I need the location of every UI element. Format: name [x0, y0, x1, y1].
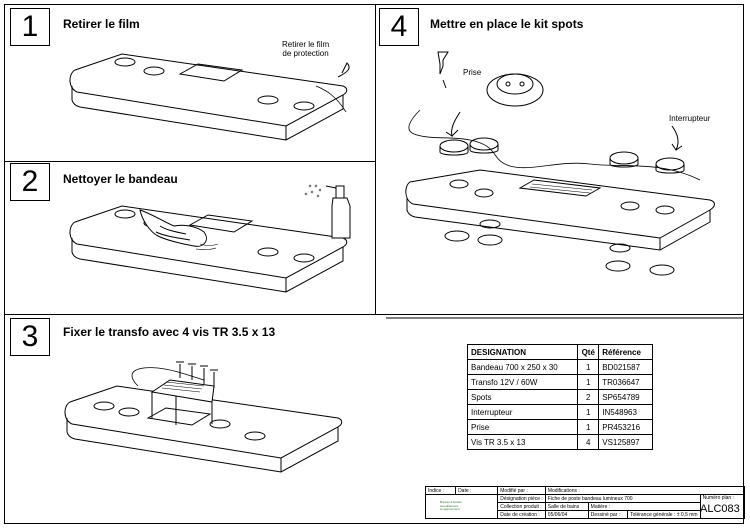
- cell-qty: 1: [577, 374, 600, 390]
- cell-designation: Transfo 12V / 60W: [466, 374, 579, 390]
- divider-step-2-3: [4, 314, 744, 315]
- tolerance-value: ± 0,5 mm: [676, 511, 698, 518]
- step-3-panel-drawing: [64, 361, 343, 473]
- header-qty: Qté: [577, 344, 600, 360]
- step-1-callout: Retirer le film de protection: [282, 40, 329, 58]
- collection-value: Salle de bains: [544, 502, 589, 511]
- header-reference: Référence: [598, 344, 653, 360]
- tolerance-cell: Tolérance générale : ± 0,5 mm: [627, 510, 701, 519]
- cell-designation: Spots: [466, 389, 579, 405]
- dessine-label: Dessiné par :: [587, 510, 629, 519]
- cell-qty: 1: [577, 404, 600, 420]
- tolerance-label: Tolérance générale :: [630, 511, 676, 518]
- parts-table-header: DESIGNATION Qté Référence: [466, 344, 653, 360]
- callout-line-1: Retirer le film: [282, 40, 330, 49]
- designation-value: Fiche de poste bandeau lumineux 700: [544, 494, 701, 503]
- collection-label: Collection produit :: [497, 502, 546, 511]
- cell-designation: Bandeau 700 x 250 x 30: [466, 359, 579, 375]
- cell-reference: IN548963: [598, 404, 653, 420]
- logo-line-2: ameublement: [440, 503, 459, 508]
- title-block: Indice : Date : Modifié par : Modificati…: [424, 486, 746, 519]
- vertical-divider: [375, 4, 376, 314]
- modifie-cell: Modifié par :: [497, 486, 546, 495]
- cell-reference: PR453216: [598, 419, 653, 435]
- callout-line-2: de protection: [282, 49, 329, 58]
- creation-value: 05/06/04: [544, 510, 589, 519]
- logo-line-3: et agencement: [440, 507, 460, 512]
- indice-cell: Indice :: [424, 486, 457, 495]
- step-4-panel-drawing: [405, 51, 715, 276]
- cell-designation: Vis TR 3.5 x 13: [466, 434, 579, 450]
- cell-qty: 1: [577, 359, 600, 375]
- date-cell: Date :: [455, 486, 499, 495]
- step-2-number: 2: [10, 163, 50, 201]
- step-1-title: Retirer le film: [63, 17, 140, 31]
- step-4-title: Mettre en place le kit spots: [430, 17, 584, 31]
- step-2-panel-drawing: [69, 184, 351, 293]
- interrupteur-label: Interrupteur: [669, 114, 711, 123]
- plan-number: ALC083: [700, 503, 740, 515]
- cell-qty: 1: [577, 419, 600, 435]
- plan-cell: Numéro plan :: [699, 494, 746, 519]
- step-2-title: Nettoyer le bandeau: [63, 172, 178, 186]
- cell-reference: SP654789: [598, 389, 653, 405]
- modifications-cell: Modifications :: [544, 486, 746, 495]
- logo-cell: Bureau d'études ameublement et agencemen…: [424, 494, 499, 519]
- cell-qty: 2: [577, 389, 600, 405]
- step-3-title: Fixer le transfo avec 4 vis TR 3.5 x 13: [63, 325, 276, 339]
- drawing-frame: [4, 4, 744, 524]
- cell-reference: BD021587: [598, 359, 653, 375]
- matiere-label: Matière :: [587, 502, 701, 511]
- step-1-number: 1: [10, 8, 50, 46]
- step-3-number: 3: [10, 318, 50, 356]
- plan-label: Numéro plan :: [702, 495, 734, 502]
- designation-label: Désignation pièce :: [497, 494, 546, 503]
- step-4-number: 4: [379, 8, 419, 46]
- step-1-panel-drawing: [69, 53, 350, 141]
- cell-qty: 4: [577, 434, 600, 450]
- parts-table: DESIGNATION Qté Référence Bandeau 700 x …: [466, 344, 653, 450]
- cell-designation: Interrupteur: [466, 404, 579, 420]
- divider-step-1-2: [4, 161, 375, 162]
- cell-reference: VS125897: [598, 434, 653, 450]
- cell-reference: TR036647: [598, 374, 653, 390]
- header-designation: DESIGNATION: [466, 344, 579, 360]
- creation-label: Date de création :: [497, 510, 546, 519]
- prise-label: Prise: [463, 68, 482, 77]
- logo-line-1: Bureau d'études: [440, 500, 462, 505]
- cell-designation: Prise: [466, 419, 579, 435]
